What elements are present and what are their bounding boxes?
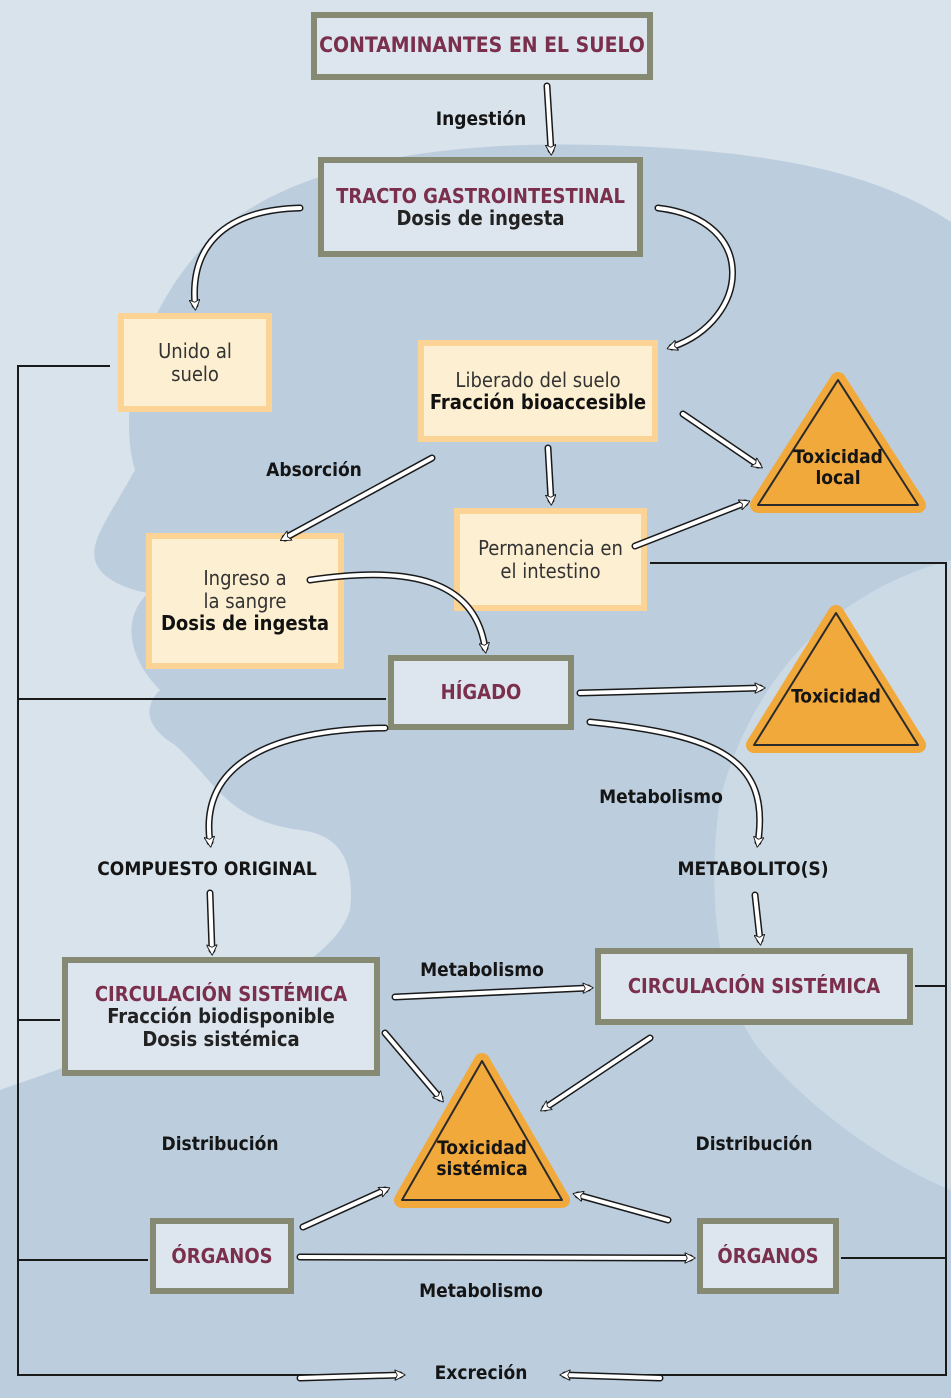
contaminantes-box: CONTAMINANTES EN EL SUELO bbox=[311, 12, 653, 80]
circulacion-left-sub2: Dosis sistémica bbox=[142, 1026, 300, 1051]
label-metabolismo-2: Metabolismo bbox=[420, 959, 544, 981]
label-ingestion: Ingestión bbox=[435, 108, 527, 130]
label-excrecion: Excreción bbox=[434, 1362, 528, 1384]
circulacion-left-title: CIRCULACIÓN SISTÉMICA bbox=[94, 981, 348, 1006]
label-metabolismo-3: Metabolismo bbox=[419, 1280, 543, 1302]
toxicidad-local-label: Toxicidad local bbox=[793, 447, 883, 489]
tracto-title: TRACTO GASTROINTESTINAL bbox=[336, 183, 625, 208]
organos-left-title: ÓRGANOS bbox=[171, 1243, 273, 1268]
unido-line-1: Unido al bbox=[158, 339, 232, 364]
ingreso-line-2: la sangre bbox=[203, 588, 287, 613]
toxicidad-hepatic-line: Toxicidad bbox=[791, 685, 881, 708]
organos-left-box: ÓRGANOS bbox=[150, 1218, 294, 1294]
circulacion-right-box: CIRCULACIÓN SISTÉMICA bbox=[595, 948, 913, 1025]
unido-box: Unido al suelo bbox=[118, 313, 272, 412]
contaminantes-title: CONTAMINANTES EN EL SUELO bbox=[319, 33, 645, 58]
permanencia-line-2: el intestino bbox=[500, 558, 601, 583]
ingreso-line-3: Dosis de ingesta bbox=[160, 611, 330, 636]
toxicidad-local-line-2: local bbox=[815, 467, 861, 489]
ingreso-line-1: Ingreso a bbox=[203, 566, 287, 591]
tracto-box: TRACTO GASTROINTESTINAL Dosis de ingesta bbox=[318, 157, 643, 257]
ingreso-box: Ingreso a la sangre Dosis de ingesta bbox=[146, 533, 344, 669]
triangle-local bbox=[750, 372, 926, 513]
liberado-line-1: Liberado del suelo bbox=[455, 367, 621, 392]
liberado-box: Liberado del suelo Fracción bioaccesible bbox=[418, 340, 658, 442]
circulacion-right-title: CIRCULACIÓN SISTÉMICA bbox=[627, 974, 881, 999]
toxicidad-hepatic-label: Toxicidad bbox=[791, 685, 881, 708]
label-absorcion: Absorción bbox=[266, 459, 362, 481]
higado-box: HÍGADO bbox=[388, 655, 574, 730]
toxicidad-sistemica-line-1: Toxicidad bbox=[437, 1137, 527, 1160]
permanencia-box: Permanencia en el intestino bbox=[454, 508, 647, 611]
higado-title: HÍGADO bbox=[440, 680, 522, 705]
label-metabolismo-1: Metabolismo bbox=[599, 786, 723, 808]
unido-line-2: suelo bbox=[171, 361, 219, 386]
triangle-systemic bbox=[394, 1053, 570, 1208]
toxicidad-local-line-1: Toxicidad bbox=[793, 446, 883, 469]
label-distribucion-right: Distribución bbox=[695, 1133, 813, 1155]
tracto-subtitle: Dosis de ingesta bbox=[396, 206, 565, 230]
label-compuesto-original: COMPUESTO ORIGINAL bbox=[97, 858, 317, 880]
liberado-line-2: Fracción bioaccesible bbox=[429, 390, 647, 414]
circulacion-left-box: CIRCULACIÓN SISTÉMICA Fracción biodispon… bbox=[62, 957, 380, 1076]
toxicidad-sistemica-label: Toxicidad sistémica bbox=[436, 1138, 527, 1180]
label-metabolitos: METABOLITO(S) bbox=[677, 858, 829, 880]
organos-right-box: ÓRGANOS bbox=[697, 1218, 839, 1294]
circulacion-left-sub1: Fracción biodisponible bbox=[107, 1004, 335, 1029]
organos-right-title: ÓRGANOS bbox=[717, 1243, 819, 1268]
permanencia-line-1: Permanencia en bbox=[478, 536, 623, 561]
toxicidad-sistemica-line-2: sistémica bbox=[436, 1158, 528, 1180]
label-distribucion-left: Distribución bbox=[161, 1133, 279, 1155]
